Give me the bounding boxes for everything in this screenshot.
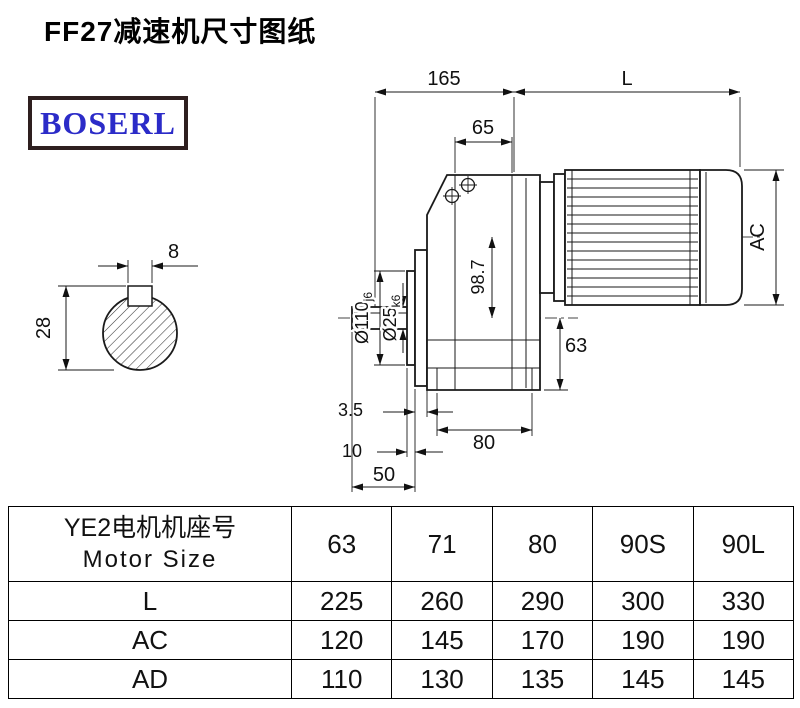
page-title: FF27减速机尺寸图纸 [44, 16, 317, 47]
flange-diameter-value: Ø110 [352, 301, 372, 344]
table-row: AC 120 145 170 190 190 [8, 620, 795, 660]
value-cell: 225 [290, 581, 393, 621]
flange-spigot [406, 270, 416, 366]
motor-cooling-fins [567, 178, 698, 297]
dim-top-width-label: 65 [472, 117, 494, 139]
shaft-section-circle [102, 295, 178, 371]
col-header-cell: 90S [592, 506, 694, 582]
shaft-section-view: 8 28 [33, 241, 198, 371]
dimension-table: YE2电机机座号 Motor Size 63 71 80 90S 90L L 2… [8, 506, 795, 699]
motor-size-header-cell: YE2电机机座号 Motor Size [8, 506, 292, 582]
value-cell: 145 [391, 620, 493, 660]
value-cell: 300 [592, 581, 694, 621]
motor-size-header-en: Motor Size [82, 545, 218, 573]
dim-output-to-bottom-label: 63 [565, 335, 587, 357]
col-header-cell: 71 [391, 506, 493, 582]
dim-flange-diameter-label: Ø110j6 [352, 292, 375, 344]
value-cell: 130 [391, 659, 493, 699]
table-row: L 225 260 290 300 330 [8, 581, 795, 621]
value-cell: 145 [592, 659, 694, 699]
value-cell: 110 [290, 659, 393, 699]
dim-shaft-diameter-label: Ø25k6 [380, 294, 403, 341]
value-cell: 190 [692, 620, 795, 660]
row-label-cell: L [8, 581, 292, 621]
brand-logo-text: BOSERL [40, 104, 176, 141]
value-cell: 190 [592, 620, 694, 660]
value-cell: 170 [491, 620, 594, 660]
shaft-tolerance-value: k6 [389, 294, 403, 307]
dim-section-height-label: 28 [33, 317, 55, 339]
value-cell: 330 [692, 581, 795, 621]
value-cell: 135 [491, 659, 594, 699]
col-header-cell: 90L [692, 506, 795, 582]
motor-front-flange [553, 173, 566, 302]
shaft-diameter-value: Ø25 [380, 307, 400, 341]
value-cell: 145 [692, 659, 795, 699]
motor-adapter-flange [539, 181, 555, 294]
motor-size-header-cn: YE2电机机座号 [63, 514, 237, 543]
mounting-flange [414, 249, 428, 387]
table-row: AD 110 130 135 145 145 [8, 659, 795, 699]
dim-shaft-length-label: 50 [373, 464, 395, 486]
dim-overall-front-label: 165 [427, 68, 460, 90]
value-cell: 260 [391, 581, 493, 621]
col-header-cell: 63 [290, 506, 393, 582]
flange-tolerance-value: j6 [361, 292, 375, 303]
dim-motor-length-label: L [621, 68, 632, 90]
motor-body [564, 169, 701, 306]
dimension-drawing: 8 28 [33, 68, 784, 492]
keyway [127, 285, 153, 307]
dim-motor-height-label: AC [747, 223, 769, 251]
brand-logo: BOSERL [28, 96, 188, 150]
value-cell: 290 [491, 581, 594, 621]
col-header-cell: 80 [491, 506, 594, 582]
dim-base-width-label: 80 [473, 432, 495, 454]
dim-key-width-label: 8 [168, 241, 179, 263]
value-cell: 120 [290, 620, 393, 660]
row-label-cell: AC [8, 620, 292, 660]
dim-center-distance-label: 98.7 [468, 259, 488, 294]
fan-cover [699, 169, 743, 306]
dim-flange-thickness-label: 3.5 [338, 400, 363, 420]
row-label-cell: AD [8, 659, 292, 699]
